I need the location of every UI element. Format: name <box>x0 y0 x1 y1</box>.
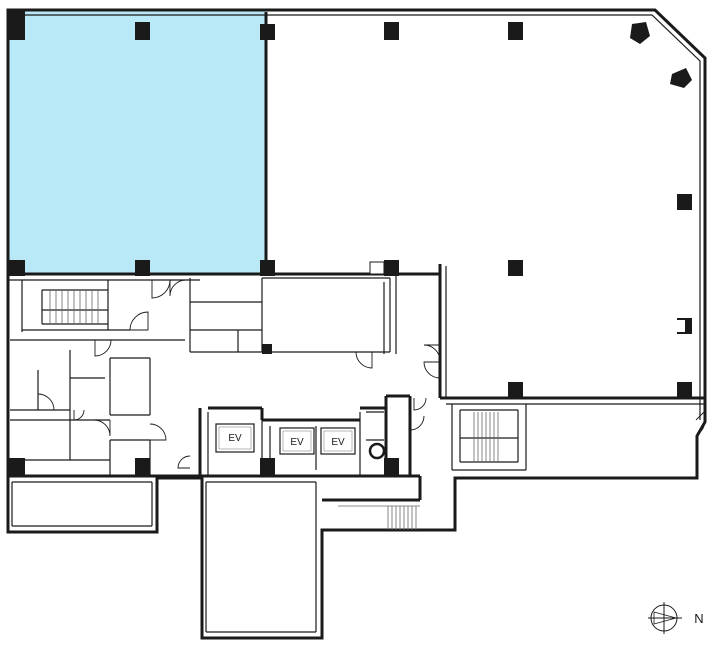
doors <box>37 279 707 469</box>
compass-label: N <box>694 611 703 626</box>
stair-south <box>338 505 420 530</box>
stair-west <box>41 289 108 325</box>
elevator-label-3: EV <box>331 437 345 448</box>
compass-icon <box>648 602 682 634</box>
elevator-car-3 <box>320 427 356 455</box>
round-shaft <box>368 442 386 460</box>
partition-thin <box>8 266 705 476</box>
outer-wall <box>6 8 707 640</box>
elevator-label-1: EV <box>228 433 242 444</box>
highlighted-area[interactable] <box>9 11 266 274</box>
elevator-car-1 <box>215 423 255 453</box>
stair-treads-west <box>49 290 99 324</box>
column-outline <box>677 320 685 332</box>
stair-treads-east <box>473 412 499 462</box>
partition-walls <box>8 12 705 502</box>
stair-east <box>451 404 527 471</box>
elevator-label-2: EV <box>290 437 304 448</box>
lower-room-walls <box>11 481 317 633</box>
inner-outline <box>13 14 701 420</box>
elevator-car-2 <box>279 427 315 455</box>
column-outline <box>369 261 385 275</box>
core-thin <box>207 411 384 476</box>
